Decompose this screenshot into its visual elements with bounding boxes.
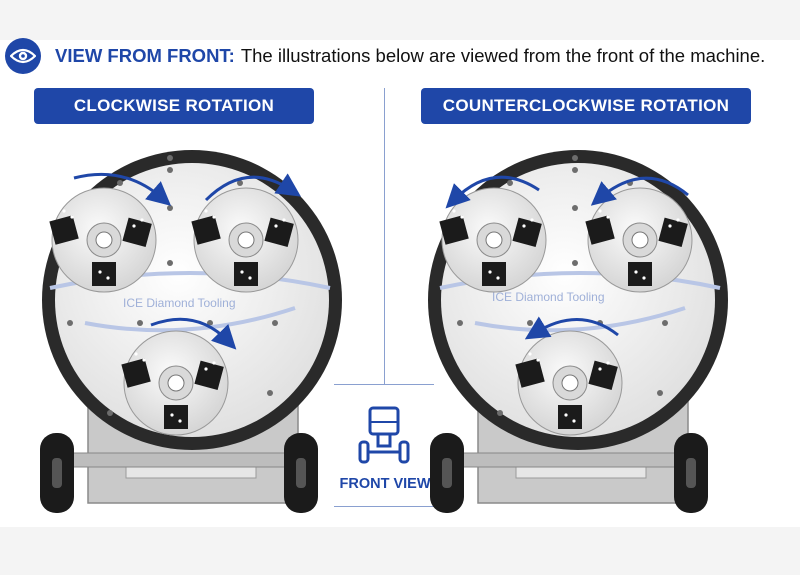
- rotation-arrow: [204, 173, 301, 202]
- disc-top-left: [439, 175, 547, 293]
- disc-top-right: [585, 176, 693, 293]
- disc-top-left: [49, 172, 172, 293]
- counterclockwise-title: COUNTERCLOCKWISE ROTATION: [421, 88, 751, 124]
- disc-top-right: [191, 173, 301, 293]
- machine-front-icon: [352, 404, 416, 473]
- rotation-arrow: [73, 172, 172, 206]
- disc-bottom: [515, 316, 623, 436]
- axle-bar: [64, 452, 301, 468]
- eye-icon: [5, 38, 41, 74]
- header-text: VIEW FROM FRONT:The illustrations below …: [55, 45, 765, 67]
- bottom-band: [0, 527, 800, 575]
- header-key-label: VIEW FROM FRONT:: [55, 45, 235, 66]
- rotation-arrow: [150, 317, 237, 350]
- disc-bottom: [121, 317, 237, 436]
- clockwise-title: CLOCKWISE ROTATION: [34, 88, 314, 124]
- rotation-arrow: [524, 316, 619, 340]
- front-view-label: FRONT VIEW: [339, 476, 431, 492]
- rotation-arrow: [590, 176, 689, 206]
- top-band: [0, 0, 800, 40]
- watermark-right: ICE Diamond Tooling: [492, 290, 605, 304]
- header-description: The illustrations below are viewed from …: [240, 45, 766, 66]
- counterclockwise-machine: ICE Diamond Tooling: [420, 138, 750, 528]
- watermark-left: ICE Diamond Tooling: [123, 296, 236, 310]
- header: VIEW FROM FRONT:The illustrations below …: [5, 38, 765, 74]
- center-divider: [384, 88, 385, 384]
- clockwise-machine: ICE Diamond Tooling: [30, 138, 360, 528]
- front-view-rule-top: [334, 384, 434, 385]
- rotation-arrow: [445, 175, 540, 209]
- front-view-rule-bottom: [334, 506, 434, 507]
